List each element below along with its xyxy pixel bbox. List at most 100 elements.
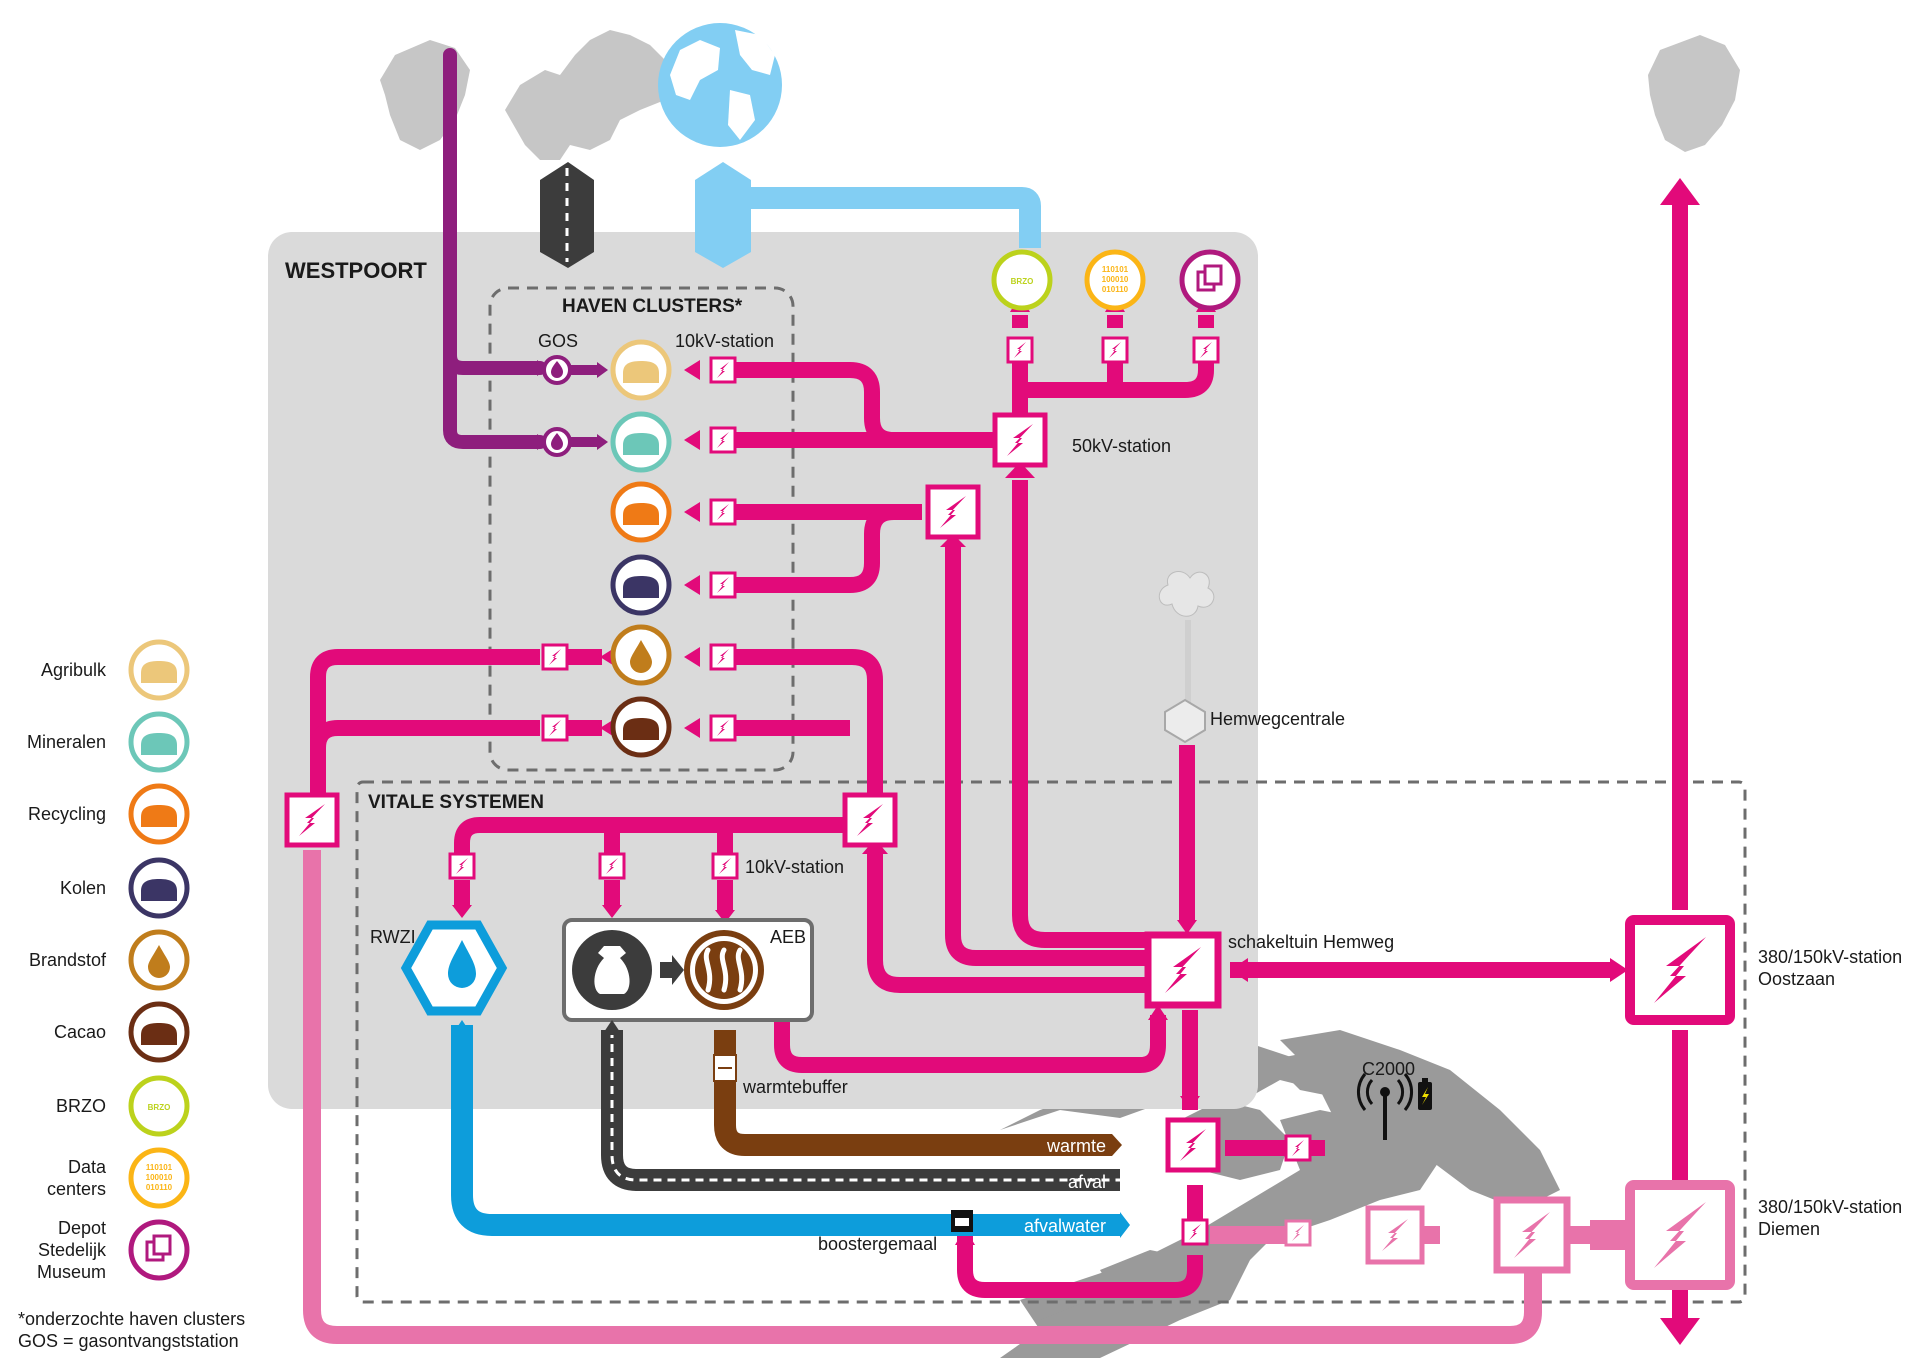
legend-label: Depot bbox=[58, 1218, 106, 1238]
rwzi-icon bbox=[400, 920, 508, 1016]
label-aeb: AEB bbox=[770, 927, 806, 947]
cacao-pile-icon bbox=[610, 696, 672, 758]
haven-clusters-box bbox=[488, 286, 795, 772]
substation-10kv-icon bbox=[709, 643, 737, 671]
hemwegcentrale-icon bbox=[1158, 571, 1215, 744]
legend-item: Mineralen bbox=[27, 711, 190, 773]
label-oostzaan-1: 380/150kV-station bbox=[1758, 947, 1902, 967]
kolen-pile-icon-glyph bbox=[141, 879, 177, 901]
legend-label: Data bbox=[68, 1157, 107, 1177]
aeb-facility bbox=[562, 918, 814, 1022]
legend-label: Museum bbox=[37, 1262, 106, 1282]
vitale-systemen-box bbox=[355, 780, 1747, 1304]
label-gos: GOS bbox=[538, 331, 578, 351]
schakeltuin-hemweg-icon bbox=[1148, 935, 1218, 1005]
svg-text:110101: 110101 bbox=[1102, 265, 1129, 274]
brzo-icon bbox=[128, 1075, 190, 1137]
globe-icon bbox=[658, 23, 782, 147]
label-boostergemaal: boostergemaal bbox=[818, 1234, 937, 1254]
substation-10kv-icon bbox=[1006, 336, 1034, 364]
legend-item: BRZO BRZO bbox=[56, 1075, 190, 1137]
label-50kv-station: 50kV-station bbox=[1072, 436, 1171, 456]
svg-text:100010: 100010 bbox=[146, 1173, 173, 1182]
legend-label: Mineralen bbox=[27, 732, 106, 752]
brzo-icon: BRZO bbox=[991, 249, 1053, 311]
stream-label-warmte: warmte bbox=[1046, 1136, 1106, 1156]
substation-10kv-icon bbox=[1101, 336, 1129, 364]
netherlands-map-right bbox=[1648, 35, 1740, 152]
brzo-icon-glyph: BRZO bbox=[148, 1103, 171, 1112]
legend-item: Kolen bbox=[60, 857, 190, 919]
region-label-westpoort: WESTPOORT bbox=[285, 258, 427, 283]
svg-text:010110: 010110 bbox=[1102, 285, 1129, 294]
kolen-pile-icon bbox=[610, 554, 672, 616]
substation-10kv-icon bbox=[541, 714, 569, 742]
substation-10kv-icon bbox=[1181, 1218, 1209, 1246]
waste-stream bbox=[601, 1030, 1120, 1191]
label-diemen-2: Diemen bbox=[1758, 1219, 1820, 1239]
substation-10kv-icon bbox=[1192, 336, 1220, 364]
boostergemaal-icon bbox=[951, 1210, 973, 1232]
substation-10kv-icon bbox=[1284, 1134, 1312, 1162]
label-schakeltuin: schakeltuin Hemweg bbox=[1228, 932, 1394, 952]
gas-pipeline bbox=[443, 48, 547, 449]
footnote-clusters: *onderzochte haven clusters bbox=[18, 1309, 245, 1329]
legend-label: Brandstof bbox=[29, 950, 107, 970]
legend-label: BRZO bbox=[56, 1096, 106, 1116]
footnote-gos: GOS = gasontvangststation bbox=[18, 1331, 239, 1351]
label-warmtebuffer: warmtebuffer bbox=[742, 1077, 848, 1097]
agribulk-pile-icon-glyph bbox=[141, 661, 177, 683]
substation-10kv-icon bbox=[448, 852, 476, 880]
agribulk-pile-icon bbox=[610, 339, 672, 401]
legend-label: Stedelijk bbox=[38, 1240, 107, 1260]
legend-label: Cacao bbox=[54, 1022, 106, 1042]
legend-item: Brandstof bbox=[29, 929, 190, 991]
substation-10kv-icon bbox=[709, 498, 737, 526]
legend-label: centers bbox=[47, 1179, 106, 1199]
svg-text:110101: 110101 bbox=[146, 1163, 173, 1172]
amsterdam-map bbox=[1000, 1030, 1560, 1358]
recycling-pile-icon-glyph bbox=[141, 805, 177, 827]
mineralen-pile-icon bbox=[610, 411, 672, 473]
brandstof-drop-icon bbox=[610, 624, 672, 686]
substation-10kv-icon bbox=[541, 643, 569, 671]
legend-item: Cacao bbox=[54, 1001, 190, 1063]
data-center-icon bbox=[128, 1147, 190, 1209]
substation-10kv-icon bbox=[709, 714, 737, 742]
oostzaan-station-icon bbox=[1630, 920, 1730, 1020]
mineralen-pile-icon-glyph bbox=[141, 733, 177, 755]
stream-label-afvalwater: afvalwater bbox=[1024, 1216, 1106, 1236]
label-10kv-top: 10kV-station bbox=[675, 331, 774, 351]
region-label-vitale-systemen: VITALE SYSTEMEN bbox=[368, 792, 544, 813]
substation-10kv-icon bbox=[709, 571, 737, 599]
substation-icon bbox=[1497, 1200, 1567, 1270]
internet-arrow bbox=[695, 162, 1041, 268]
substation-icon bbox=[928, 487, 978, 537]
diemen-station-icon bbox=[1630, 1185, 1730, 1285]
power-lines bbox=[310, 205, 1688, 1330]
substation-10kv-icon bbox=[711, 852, 739, 880]
legend-label: Kolen bbox=[60, 878, 106, 898]
museum-depot-icon bbox=[1179, 249, 1241, 311]
label-oostzaan-2: Oostzaan bbox=[1758, 969, 1835, 989]
legend-label: Agribulk bbox=[41, 660, 107, 680]
label-rwzi: RWZI bbox=[370, 927, 416, 947]
recycling-pile-icon bbox=[610, 481, 672, 543]
c2000-mast-icon bbox=[1357, 1073, 1413, 1140]
gos-station-icon bbox=[542, 427, 572, 457]
legend: AgribulkMineralenRecyclingKolenBrandstof… bbox=[27, 639, 190, 1282]
gos-station-icon bbox=[542, 355, 572, 385]
water-stream bbox=[451, 1025, 1130, 1238]
substation-50kv-icon bbox=[995, 415, 1045, 465]
museum-depot-icon-glyph bbox=[145, 1234, 172, 1262]
substation-icon bbox=[1368, 1208, 1422, 1262]
europe-map bbox=[505, 30, 675, 160]
warmtebuffer-icon bbox=[713, 1054, 737, 1082]
svg-text:BRZO: BRZO bbox=[1011, 277, 1034, 286]
battery-icon bbox=[1418, 1078, 1432, 1110]
svg-text:100010: 100010 bbox=[1102, 275, 1129, 284]
substation-10kv-main-icon bbox=[845, 795, 895, 845]
